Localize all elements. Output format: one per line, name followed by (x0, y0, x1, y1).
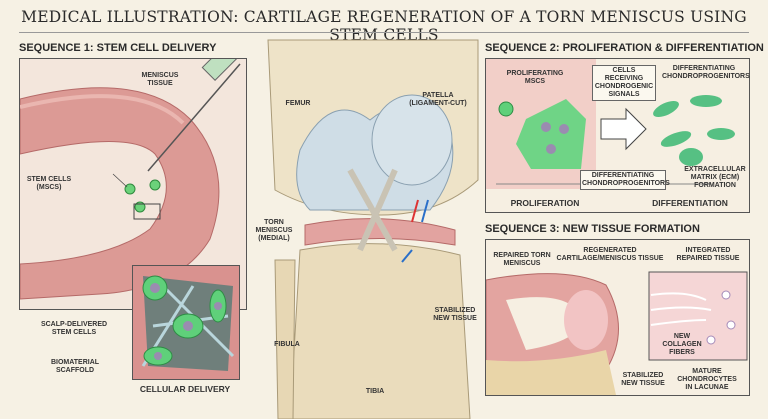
label-differentiation: DIFFERENTIATION (652, 198, 728, 208)
label-patella: PATELLA (LIGAMENT-CUT) (409, 92, 467, 107)
label-proliferation: PROLIFERATION (510, 198, 580, 208)
label-cells-receiving-signals: CELLS RECEIVING CHONDROGENIC SIGNALS (592, 65, 656, 101)
title-divider (19, 32, 749, 33)
meniscus-drawing (20, 59, 241, 300)
label-scalp-delivered-stem-cells: SCALP-DELIVERED STEM CELLS (40, 321, 108, 336)
label-biomaterial-scaffold: BIOMATERIAL SCAFFOLD (50, 359, 100, 374)
label-differentiating-top: DIFFERENTIATING CHONDROPROGENITORS (662, 65, 750, 80)
label-new-collagen-fibers: NEW COLLAGEN FIBERS (662, 333, 702, 356)
proliferation-drawing (486, 59, 735, 189)
caption-cellular-delivery: CELLULAR DELIVERY (139, 384, 231, 394)
label-proliferating-mscs: PROLIFERATING MSCs (506, 70, 564, 85)
seq3-panel (485, 239, 750, 396)
label-torn-meniscus: TORN MENISCUS (MEDIAL) (255, 219, 293, 242)
label-integrated-tissue: INTEGRATED REPAIRED TISSUE (676, 247, 740, 262)
label-regenerated-tissue: REGENERATED CARTILAGE/MENISCUS TISSUE (556, 247, 664, 262)
label-differentiating-bottom: DIFFERENTIATING CHONDROPROGENITORS (580, 170, 670, 190)
scaffold-drawing (141, 275, 235, 371)
seq2-heading: SEQUENCE 2: PROLIFERATION & DIFFERENTIAT… (485, 42, 764, 54)
new-tissue-drawing (486, 271, 748, 395)
cellular-delivery-inset (132, 265, 240, 380)
seq2-panel (485, 58, 750, 213)
label-ecm-formation: EXTRACELLULAR MATRIX (ECM) FORMATION (684, 166, 746, 189)
label-stabilized-center: STABILIZED NEW TISSUE (433, 307, 477, 322)
label-fibula: FIBULA (274, 341, 300, 348)
seq3-heading: SEQUENCE 3: NEW TISSUE FORMATION (485, 223, 700, 235)
label-stem-cells: STEM CELLS (MSCs) (26, 176, 72, 191)
label-meniscus-tissue: MENISCUS TISSUE (141, 72, 179, 87)
label-stabilized-seq3: STABILIZED NEW TISSUE (621, 372, 665, 387)
label-femur: FEMUR (285, 100, 311, 107)
label-tibia: TIBIA (365, 388, 385, 395)
label-repaired-torn-meniscus: REPAIRED TORN MENISCUS (493, 252, 551, 267)
label-mature-chondrocytes: MATURE CHONDROCYTES IN LACUNAE (677, 368, 737, 391)
page-title: MEDICAL ILLUSTRATION: CARTILAGE REGENERA… (21, 8, 747, 44)
seq1-heading: SEQUENCE 1: STEM CELL DELIVERY (19, 42, 217, 54)
